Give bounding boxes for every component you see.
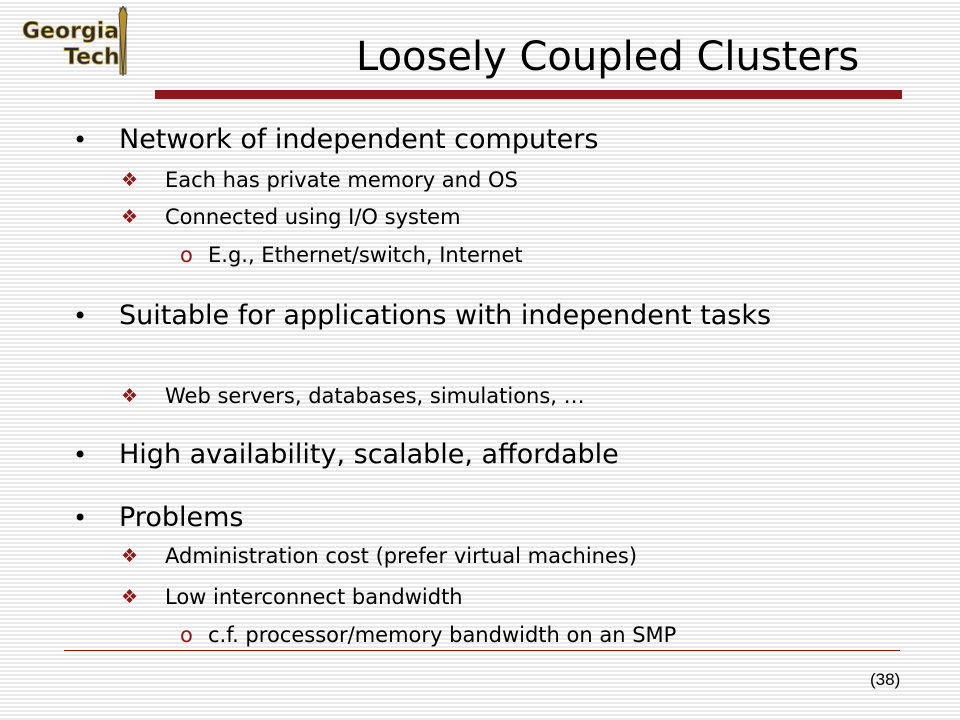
- sub-bullet-text: Administration cost (prefer virtual mach…: [165, 544, 638, 568]
- sub-bullet-text: Connected using I/O system: [165, 205, 461, 229]
- sub-bullet-item: ❖ Low interconnect bandwidth: [121, 584, 463, 610]
- page-number: (38): [870, 670, 901, 689]
- slide-title: Loosely Coupled Clusters: [356, 34, 860, 80]
- bullet-item: • Network of independent computers: [73, 122, 839, 158]
- diamond-bullet-icon: ❖: [121, 385, 139, 407]
- sub-sub-bullet-item: o E.g., Ethernet/switch, Internet: [180, 242, 523, 268]
- logo-text-line1: Georgia: [22, 19, 119, 44]
- georgia-tech-logo: Georgia Tech: [22, 6, 128, 77]
- footer-divider: [64, 650, 900, 651]
- sub-sub-bullet-text: E.g., Ethernet/switch, Internet: [208, 243, 523, 267]
- diamond-bullet-icon: ❖: [121, 586, 139, 608]
- sub-sub-bullet-item: o c.f. processor/memory bandwidth on an …: [180, 622, 677, 648]
- bullet-dot-icon: •: [73, 126, 88, 154]
- sub-bullet-item: ❖ Web servers, databases, simulations, …: [121, 383, 585, 409]
- bullet-item: • Problems: [73, 500, 839, 536]
- diamond-bullet-icon: ❖: [121, 545, 139, 567]
- sub-bullet-text: Low interconnect bandwidth: [165, 585, 463, 609]
- diamond-bullet-icon: ❖: [121, 206, 139, 228]
- bullet-text: Suitable for applications with independe…: [119, 300, 772, 331]
- bullet-dot-icon: •: [73, 504, 88, 532]
- sub-sub-bullet-text: c.f. processor/memory bandwidth on an SM…: [208, 623, 677, 647]
- sub-bullet-text: Web servers, databases, simulations, …: [165, 384, 585, 408]
- bullet-text: High availability, scalable, affordable: [119, 439, 619, 470]
- sub-bullet-item: ❖ Connected using I/O system: [121, 204, 461, 230]
- bullet-item: • High availability, scalable, affordabl…: [73, 437, 839, 473]
- bullet-item: • Suitable for applications with indepen…: [73, 298, 839, 334]
- circle-bullet-icon: o: [180, 623, 193, 647]
- circle-bullet-icon: o: [180, 243, 193, 267]
- sub-bullet-item: ❖ Administration cost (prefer virtual ma…: [121, 543, 638, 569]
- sub-bullet-item: ❖ Each has private memory and OS: [121, 167, 518, 193]
- bullet-text: Network of independent computers: [119, 124, 599, 155]
- bullet-dot-icon: •: [73, 441, 88, 469]
- bullet-text: Problems: [119, 502, 244, 533]
- diamond-bullet-icon: ❖: [121, 169, 139, 191]
- bullet-dot-icon: •: [73, 302, 88, 330]
- title-underline-bar: [155, 90, 902, 99]
- sub-bullet-text: Each has private memory and OS: [165, 168, 518, 192]
- logo-text-line2: Tech: [64, 45, 120, 70]
